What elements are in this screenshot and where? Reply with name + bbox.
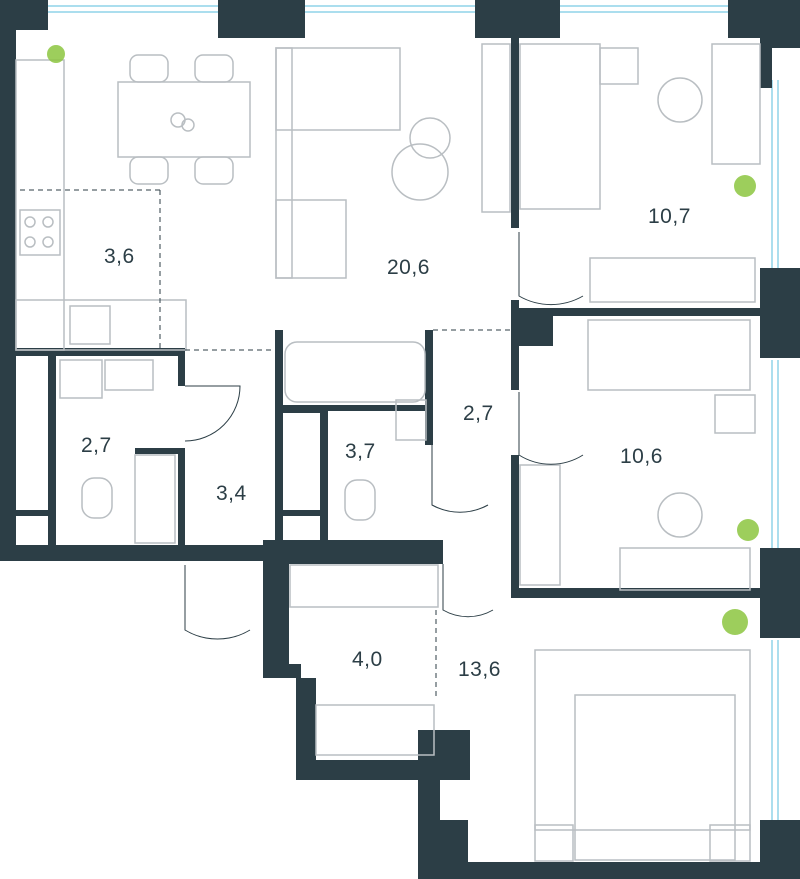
room-area-bedroom-2: 10,6 [620, 445, 663, 468]
furniture [15, 43, 761, 862]
room-area-wardrobe: 4,0 [352, 648, 383, 671]
windows [48, 5, 779, 820]
room-area-kitchen: 3,6 [104, 245, 135, 268]
room-area-bathroom: 3,7 [345, 440, 376, 463]
room-area-hall: 2,7 [463, 402, 494, 425]
room-area-entrance: 3,4 [216, 482, 247, 505]
plants [47, 45, 759, 635]
zone-lines [20, 189, 511, 700]
doors [184, 232, 584, 640]
room-area-living: 20,6 [387, 256, 430, 279]
room-area-bedroom-1: 10,7 [648, 205, 691, 228]
room-area-wc: 2,7 [81, 434, 112, 457]
room-area-bedroom-3: 13,6 [458, 658, 501, 681]
